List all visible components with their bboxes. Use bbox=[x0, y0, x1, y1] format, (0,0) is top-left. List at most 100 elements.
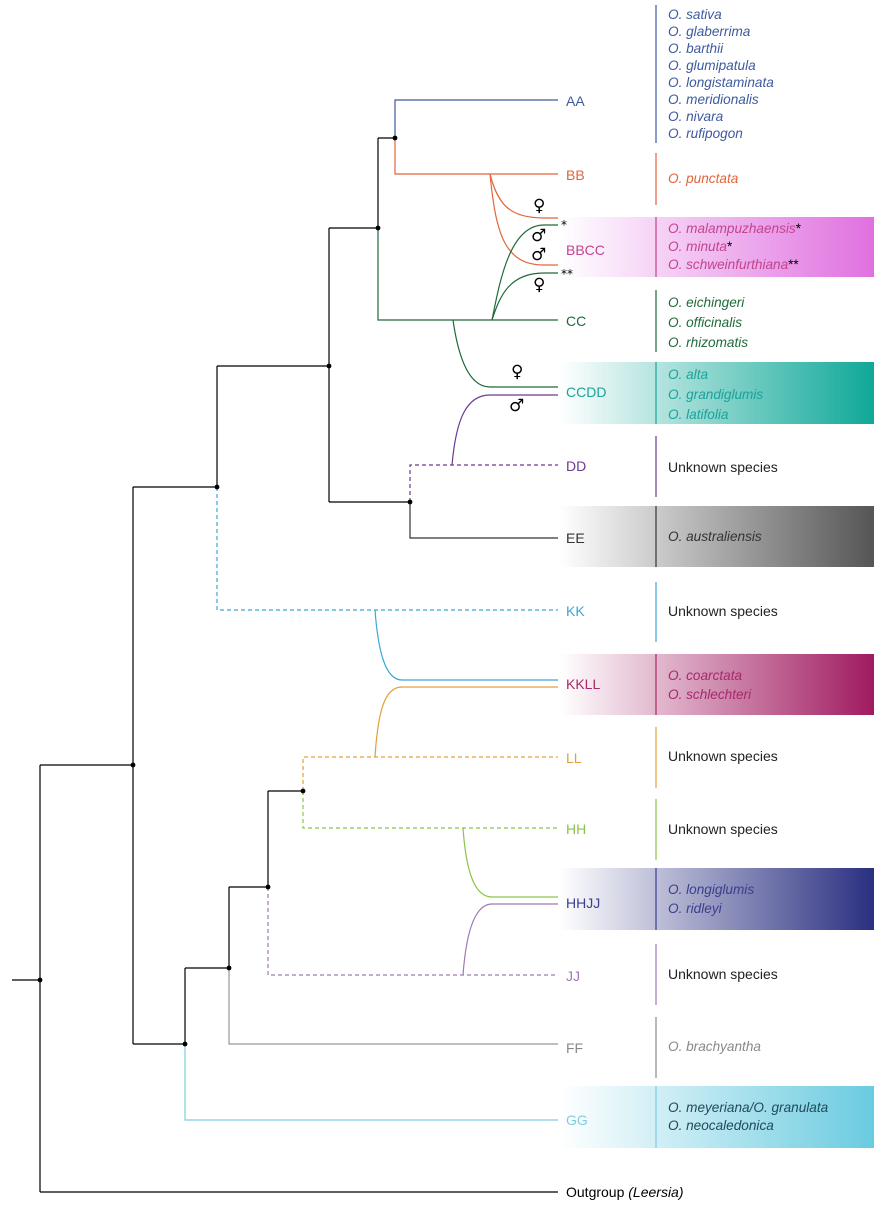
ff-species-list: O. brachyantha bbox=[668, 1038, 761, 1055]
cc-ccdd-link bbox=[452, 319, 558, 388]
male-symbol: ♂ bbox=[531, 245, 547, 265]
ee-band bbox=[560, 506, 874, 567]
double-asterisk-mark: ** bbox=[561, 267, 573, 281]
bb-branch bbox=[394, 138, 558, 175]
kkll-species-list: O. coarctata O. schlechteri bbox=[668, 666, 751, 704]
ff-branch bbox=[228, 968, 558, 1045]
asterisk-mark: * bbox=[561, 218, 567, 232]
female-symbol: ♀ bbox=[511, 362, 524, 382]
node-dot bbox=[214, 484, 220, 490]
node-c-branch bbox=[217, 228, 410, 503]
node-dot bbox=[226, 965, 232, 971]
genome-label-ccdd: CCDD bbox=[566, 384, 607, 400]
species-name: O. latifolia bbox=[668, 407, 729, 422]
kk-kkll-link bbox=[374, 609, 558, 681]
gg-branch bbox=[184, 1044, 558, 1121]
hh-unknown-species: Unknown species bbox=[668, 821, 778, 837]
ee-species-list: O. australiensis bbox=[668, 528, 762, 545]
cc-link-1 bbox=[491, 224, 558, 321]
female-symbol: ♀ bbox=[533, 275, 546, 295]
bb-species-list: O. punctata bbox=[668, 170, 738, 187]
jj-unknown-species: Unknown species bbox=[668, 966, 778, 982]
species-name: O. glaberrima bbox=[668, 24, 751, 39]
species-name: O. alta bbox=[668, 367, 709, 382]
kk-branch bbox=[216, 487, 558, 611]
species-name: O. nivara bbox=[668, 109, 724, 124]
jj-hhjj-link bbox=[462, 903, 558, 976]
jj-branch bbox=[267, 887, 558, 976]
outgroup-label: Outgroup (Leersia) bbox=[566, 1184, 684, 1200]
genome-label-aa: AA bbox=[566, 93, 585, 109]
genome-label-kkll: KKLL bbox=[566, 676, 601, 692]
species-name: O. coarctata bbox=[668, 668, 743, 683]
species-name: O. sativa bbox=[668, 7, 722, 22]
gg-species-list: O. meyeriana/O. granulata O. neocaledoni… bbox=[668, 1099, 828, 1135]
species-name: O. eichingeri bbox=[668, 295, 745, 310]
species-name: O. grandiglumis bbox=[668, 387, 764, 402]
ee-branch bbox=[409, 502, 558, 539]
species-name: O. punctata bbox=[668, 171, 739, 186]
gg-band bbox=[560, 1086, 874, 1148]
cc-species-list: O. eichingeri O. officinalis O. rhizomat… bbox=[668, 293, 748, 353]
genome-label-gg: GG bbox=[566, 1112, 588, 1128]
cc-branch bbox=[377, 228, 558, 321]
ccdd-band bbox=[560, 362, 874, 424]
bb-male-link bbox=[489, 173, 558, 266]
node-a-branch bbox=[40, 487, 134, 1044]
bbcc-species-list: O. malampuzhaensis* O. minuta* O. schwei… bbox=[668, 220, 801, 274]
bb-female-link bbox=[489, 173, 558, 219]
ll-unknown-species: Unknown species bbox=[668, 748, 778, 764]
node-dot bbox=[300, 788, 306, 794]
outgroup-text: Outgroup bbox=[566, 1184, 625, 1200]
cc-link-2 bbox=[491, 272, 558, 321]
kk-unknown-species: Unknown species bbox=[668, 603, 778, 619]
species-name: O. officinalis bbox=[668, 315, 743, 330]
genome-label-hhjj: HHJJ bbox=[566, 895, 601, 911]
node-b-branch bbox=[133, 366, 218, 488]
hh-hhjj-link bbox=[462, 827, 558, 898]
genome-label-ff: FF bbox=[566, 1040, 584, 1056]
species-name: O. malampuzhaensis* bbox=[668, 221, 801, 236]
species-name: O. meridionalis bbox=[668, 92, 759, 107]
aa-species-list: O. sativa O. glaberrima O. barthii O. gl… bbox=[668, 6, 774, 142]
species-name: O. glumipatula bbox=[668, 58, 756, 73]
hh-branch bbox=[302, 791, 558, 829]
node-dot bbox=[407, 499, 413, 505]
lower-backbone bbox=[133, 790, 303, 1045]
species-name: O. minuta* bbox=[668, 239, 733, 254]
genome-label-dd: DD bbox=[566, 458, 587, 474]
bbcc-band bbox=[560, 217, 874, 277]
ll-kkll-link bbox=[374, 686, 558, 758]
kkll-band bbox=[560, 654, 874, 715]
dd-ccdd-link bbox=[451, 394, 558, 466]
genome-label-cc: CC bbox=[566, 313, 587, 329]
species-name: O. rufipogon bbox=[668, 126, 743, 141]
genome-label-ll: LL bbox=[566, 750, 582, 766]
genome-label-bb: BB bbox=[566, 167, 585, 183]
male-symbol: ♂ bbox=[531, 226, 547, 246]
species-name: O. brachyantha bbox=[668, 1039, 761, 1054]
genome-label-hh: HH bbox=[566, 821, 587, 837]
species-name: O. ridleyi bbox=[668, 901, 722, 916]
species-name: O. meyeriana/O. granulata bbox=[668, 1100, 829, 1115]
aa-branch bbox=[394, 99, 558, 138]
dd-unknown-species: Unknown species bbox=[668, 459, 778, 475]
genome-label-kk: KK bbox=[566, 603, 585, 619]
species-name: O. neocaledonica bbox=[668, 1118, 774, 1133]
genome-label-jj: JJ bbox=[566, 968, 580, 984]
genome-label-bbcc: BBCC bbox=[566, 242, 605, 258]
species-name: O. rhizomatis bbox=[668, 335, 749, 350]
species-name: O. schweinfurthiana** bbox=[668, 257, 799, 272]
node-d-branch bbox=[329, 137, 395, 229]
outgroup-genus: (Leersia) bbox=[628, 1184, 684, 1200]
node-dot bbox=[182, 1041, 188, 1047]
dd-branch bbox=[409, 464, 558, 502]
ccdd-species-list: O. alta O. grandiglumis O. latifolia bbox=[668, 365, 763, 425]
node-dot bbox=[392, 135, 398, 141]
species-name: O. schlechteri bbox=[668, 687, 752, 702]
ll-branch bbox=[302, 756, 558, 791]
node-dot bbox=[375, 225, 381, 231]
species-name: O. australiensis bbox=[668, 529, 762, 544]
hhjj-species-list: O. longiglumis O. ridleyi bbox=[668, 880, 754, 918]
